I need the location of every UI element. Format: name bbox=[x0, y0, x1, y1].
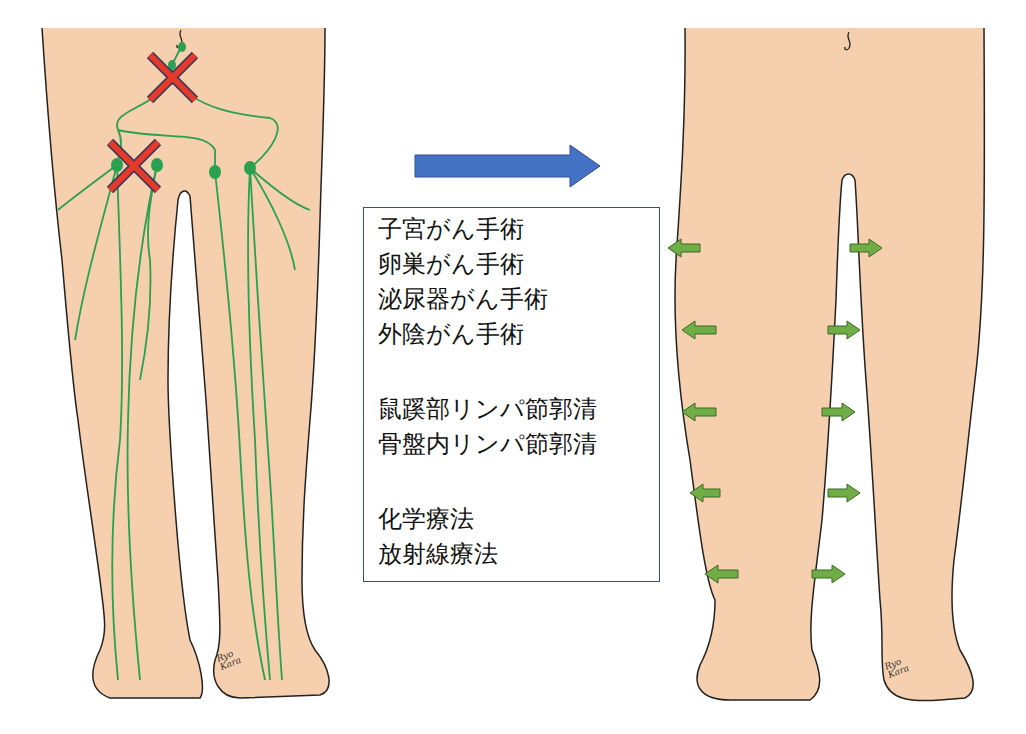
treatment-list: 子宮がん手術 卵巣がん手術 泌尿器がん手術 外陰がん手術 bbox=[378, 212, 560, 352]
swollen-legs-fill bbox=[675, 28, 984, 701]
treatment-list: 化学療法 放射線療法 bbox=[378, 502, 512, 572]
signature: Ryo Kara bbox=[216, 646, 247, 672]
legs-fill bbox=[42, 28, 329, 698]
legs-outline bbox=[42, 28, 329, 698]
text-box: 子宮がん手術 卵巣がん手術 泌尿器がん手術 外陰がん手術鼠蹊部リンパ節郭清 骨盤… bbox=[363, 207, 660, 582]
lymph-vessels bbox=[58, 45, 310, 680]
genital-mark bbox=[845, 32, 850, 50]
removed-cross bbox=[110, 55, 195, 190]
signature: Ryo Kara bbox=[884, 654, 915, 680]
progress-arrow bbox=[415, 145, 600, 187]
treatment-list: 鼠蹊部リンパ節郭清 骨盤内リンパ節郭清 bbox=[378, 392, 608, 462]
swelling-arrows bbox=[668, 239, 882, 583]
swollen-legs-outline bbox=[675, 28, 984, 701]
